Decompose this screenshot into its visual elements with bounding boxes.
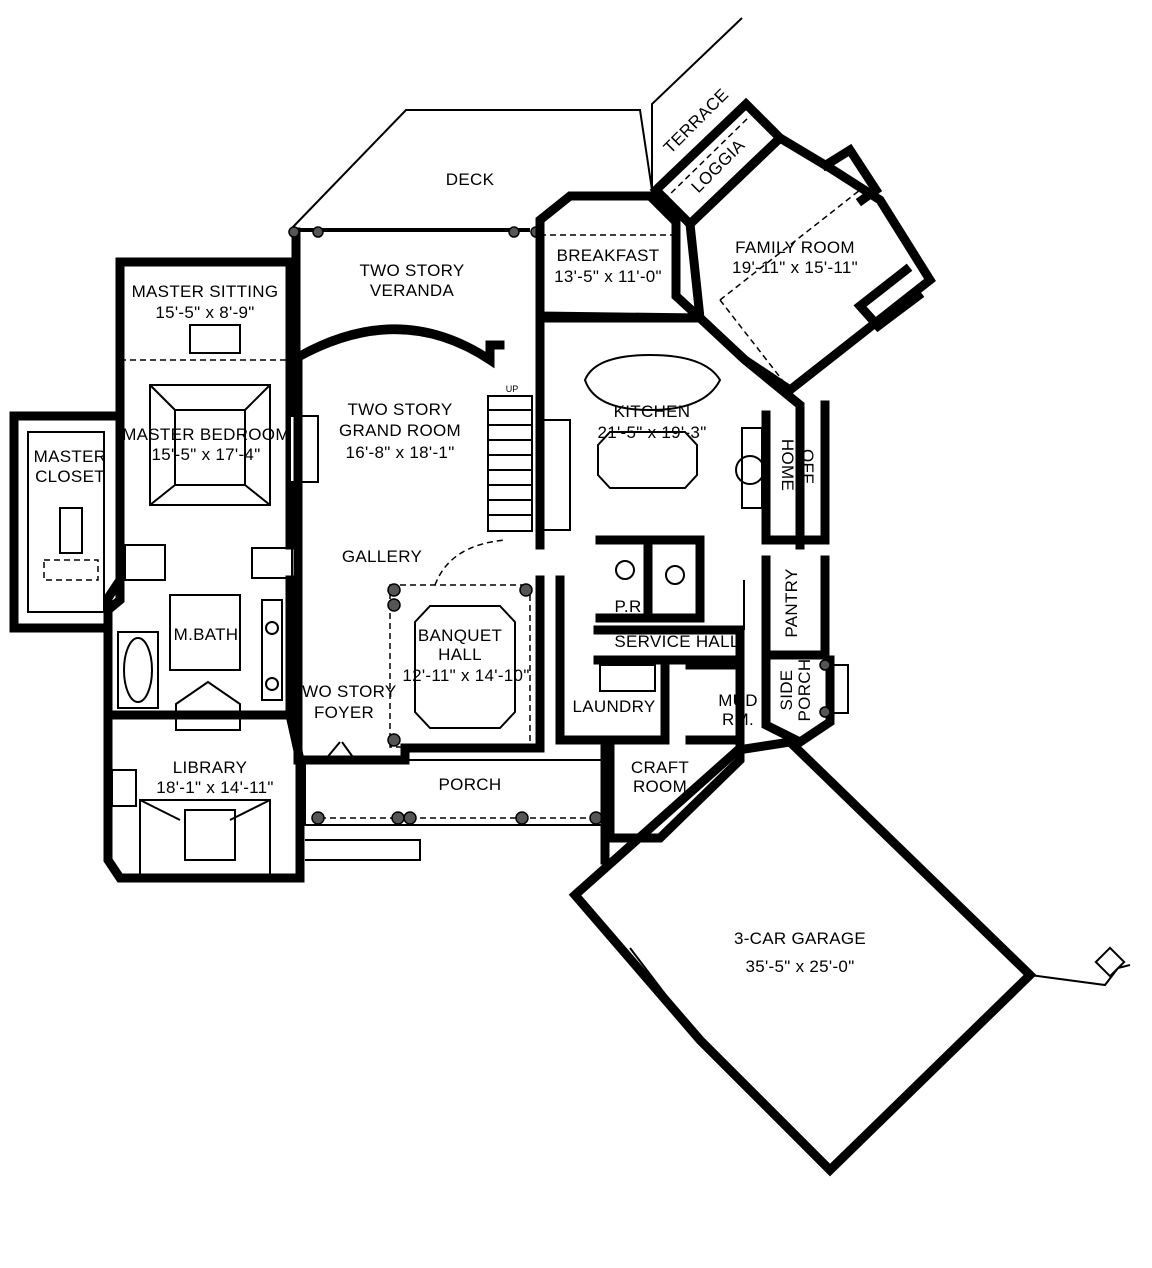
family-room-dims: 19'-11" x 15'-11" (732, 258, 858, 277)
stair-up-label: UP (506, 384, 519, 394)
breakfast-dims: 13'-5" x 11'-0" (554, 267, 662, 286)
grand-room-walls: UP (293, 313, 571, 550)
laundry-label: LAUNDRY (572, 697, 655, 716)
banquet-hall-dims: 12'-11" x 14'-10" (402, 666, 529, 685)
banquet-hall-label-line2: HALL (438, 645, 482, 664)
breakfast-label: BREAKFAST (557, 246, 660, 265)
banquet-hall-label-line1: BANQUET (418, 626, 502, 645)
home-office-label-line2: OFF. (798, 449, 817, 487)
m-bath-label: M.BATH (174, 625, 239, 644)
foyer-walls (293, 540, 545, 765)
kitchen-label: KITCHEN (614, 402, 691, 421)
loggia-label: LOGGIA (688, 135, 749, 196)
master-closet-walls (9, 411, 125, 633)
grand-room-label-line1: TWO STORY (347, 400, 452, 419)
master-bath-walls (103, 540, 295, 731)
pantry-label: PANTRY (782, 568, 801, 637)
deck-outline (291, 17, 743, 229)
deck-label: DECK (446, 170, 495, 189)
craft-room-label-line1: CRAFT (631, 758, 689, 777)
veranda-label-line1: TWO STORY (359, 261, 464, 280)
master-sitting-dims: 15'-5" x 8'-9" (155, 303, 254, 322)
mud-room-label-line1: MUD (718, 691, 758, 710)
home-office-label-line1: HOME (778, 439, 797, 491)
library-walls (103, 710, 305, 883)
room-labels: DECK TERRACE LOGGIA MASTER SITTING 15'-5… (34, 85, 866, 976)
grand-room-label-line2: GRAND ROOM (339, 421, 461, 440)
banquet-hall-walls (387, 539, 545, 748)
master-suite-walls (115, 257, 319, 550)
side-porch-label-line1: SIDE (777, 670, 796, 711)
kitchen-walls (535, 313, 805, 550)
mud-room-label-line2: RM. (722, 710, 754, 729)
gallery-label: GALLERY (342, 547, 422, 566)
library-label: LIBRARY (173, 758, 248, 777)
garage-walls (568, 737, 1131, 1177)
kitchen-dims: 21'-5" x 19'-3" (597, 423, 706, 442)
craft-room-label-line2: ROOM (633, 777, 687, 796)
master-bedroom-label: MASTER BEDROOM (122, 425, 290, 444)
porch-walls (304, 735, 610, 865)
master-sitting-label: MASTER SITTING (132, 282, 279, 301)
veranda-label-line2: VERANDA (370, 281, 455, 300)
foyer-label-line1: TWO STORY (291, 682, 396, 701)
foyer-label-line2: FOYER (314, 703, 374, 722)
master-closet-label-line2: CLOSET (35, 467, 105, 486)
east-wing-walls (743, 400, 849, 748)
library-dims: 18'-1" x 14'-11" (156, 778, 274, 797)
porch-label: PORCH (439, 775, 502, 794)
service-hall-label: SERVICE HALL (614, 632, 739, 651)
master-closet-label-line1: MASTER (34, 447, 107, 466)
powder-room-label: P.R (614, 597, 641, 616)
side-porch-label-line2: PORCH (795, 659, 814, 722)
garage-dims: 35'-5" x 25'-0" (745, 957, 854, 976)
grand-room-dims: 16'-8" x 18'-1" (345, 443, 454, 462)
family-room-label: FAMILY ROOM (735, 238, 855, 257)
master-bedroom-dims: 15'-5" x 17'-4" (151, 445, 260, 464)
garage-label: 3-CAR GARAGE (734, 929, 866, 948)
